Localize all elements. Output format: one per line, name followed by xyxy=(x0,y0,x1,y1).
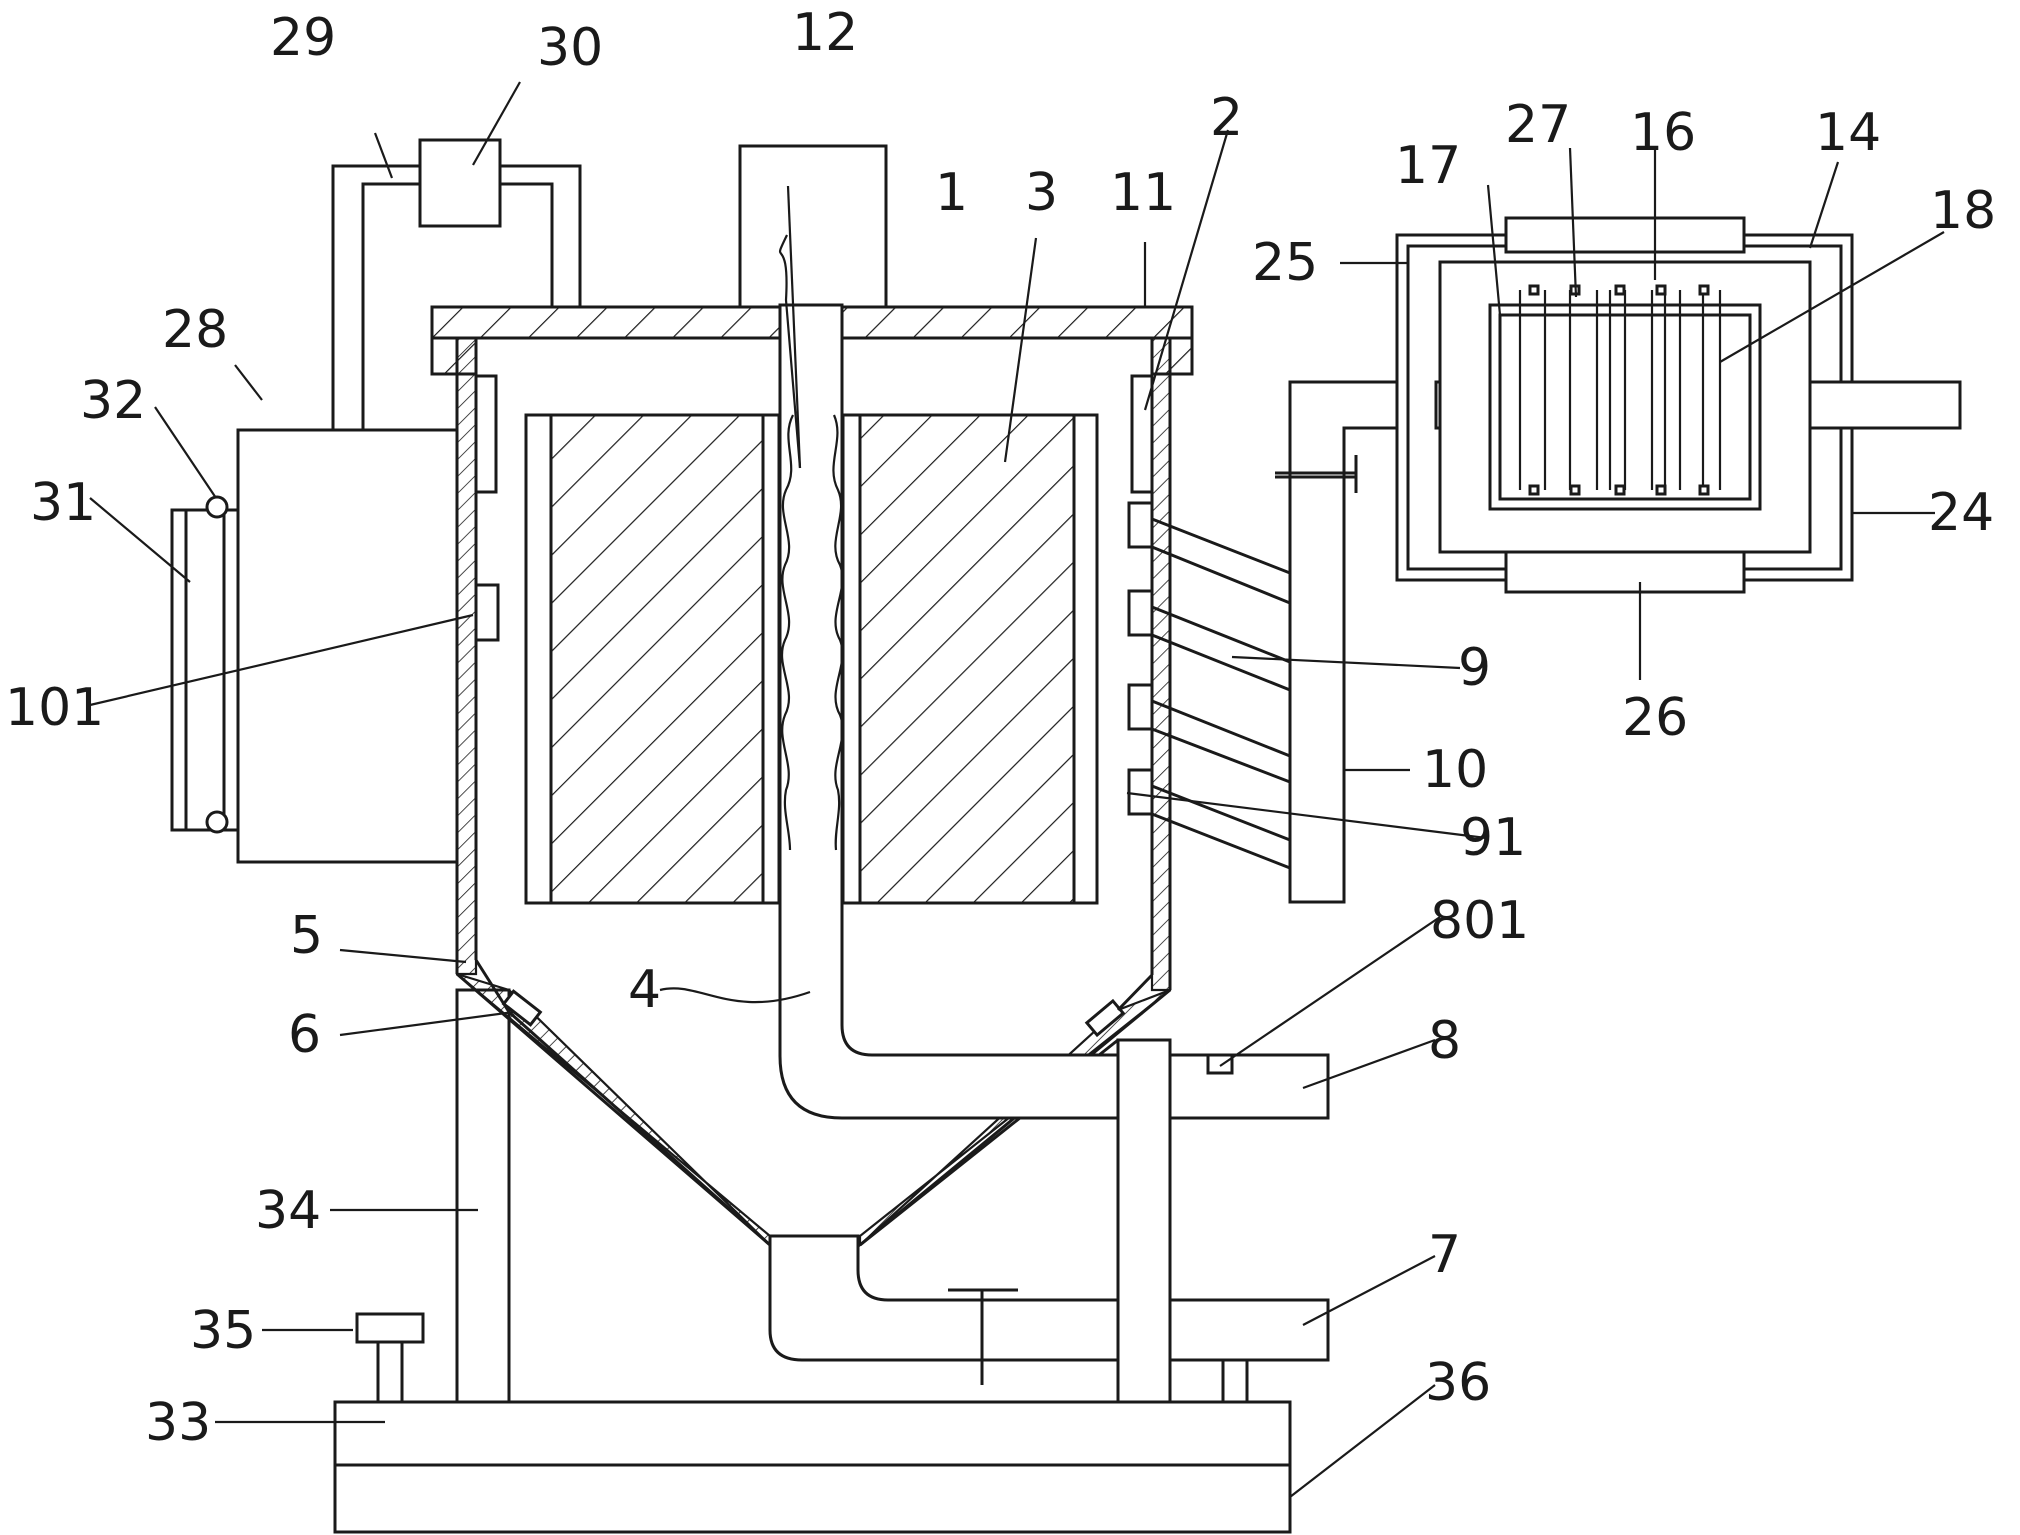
label-101: 101 xyxy=(5,678,104,738)
label-17: 17 xyxy=(1395,136,1461,196)
label-36: 36 xyxy=(1425,1353,1491,1413)
label-91: 91 xyxy=(1460,808,1526,868)
label-11: 11 xyxy=(1110,163,1176,223)
scraper-bar-left xyxy=(474,374,498,494)
label-801: 801 xyxy=(1430,891,1529,951)
support-legs xyxy=(455,988,1172,1404)
label-8: 8 xyxy=(1428,1011,1461,1071)
label-9: 9 xyxy=(1458,638,1491,698)
motor-12 xyxy=(738,144,888,309)
label-34: 34 xyxy=(255,1181,321,1241)
leader-lines xyxy=(89,81,1945,1498)
central-shaft xyxy=(778,303,1120,1120)
label-25: 25 xyxy=(1252,233,1318,293)
label-18: 18 xyxy=(1930,181,1996,241)
pump-30 xyxy=(418,138,502,228)
filter-plate-left xyxy=(501,989,543,1027)
label-6: 6 xyxy=(288,1005,321,1065)
label-14: 14 xyxy=(1815,103,1881,163)
right-unit xyxy=(1395,216,1962,594)
drum-right xyxy=(841,413,1099,905)
outlet-pipe xyxy=(768,1234,1330,1385)
label-28: 28 xyxy=(162,300,228,360)
label-1: 1 xyxy=(935,163,968,223)
vessel-wall-right xyxy=(1150,336,1172,992)
anchor-bolt-left xyxy=(355,1312,425,1404)
drum-left xyxy=(524,413,781,905)
label-29: 29 xyxy=(270,8,336,68)
spray-nozzles xyxy=(1127,501,1291,870)
label-16: 16 xyxy=(1630,103,1696,163)
label-35: 35 xyxy=(190,1301,256,1361)
label-26: 26 xyxy=(1622,688,1688,748)
vessel-wall-left xyxy=(455,336,478,976)
sensor-101 xyxy=(474,583,500,642)
label-31: 31 xyxy=(30,473,96,533)
label-5: 5 xyxy=(290,906,323,966)
label-27: 27 xyxy=(1505,95,1571,155)
label-30: 30 xyxy=(537,18,603,78)
loop-31 xyxy=(170,495,240,834)
discharge-box-8 xyxy=(1168,1053,1330,1120)
left-box-28 xyxy=(236,428,459,864)
label-10: 10 xyxy=(1422,740,1488,800)
label-3: 3 xyxy=(1025,163,1058,223)
base-plate xyxy=(333,1400,1292,1534)
reference-labels: 1 2 3 4 5 6 7 8 9 10 11 12 14 16 17 18 2… xyxy=(5,3,1996,1453)
label-2: 2 xyxy=(1210,88,1243,148)
label-4: 4 xyxy=(628,960,661,1020)
label-32: 32 xyxy=(80,371,146,431)
label-33: 33 xyxy=(145,1393,211,1453)
label-7: 7 xyxy=(1428,1225,1461,1285)
filter-plate-right xyxy=(1084,998,1126,1038)
label-12: 12 xyxy=(792,3,858,63)
label-24: 24 xyxy=(1928,483,1994,543)
